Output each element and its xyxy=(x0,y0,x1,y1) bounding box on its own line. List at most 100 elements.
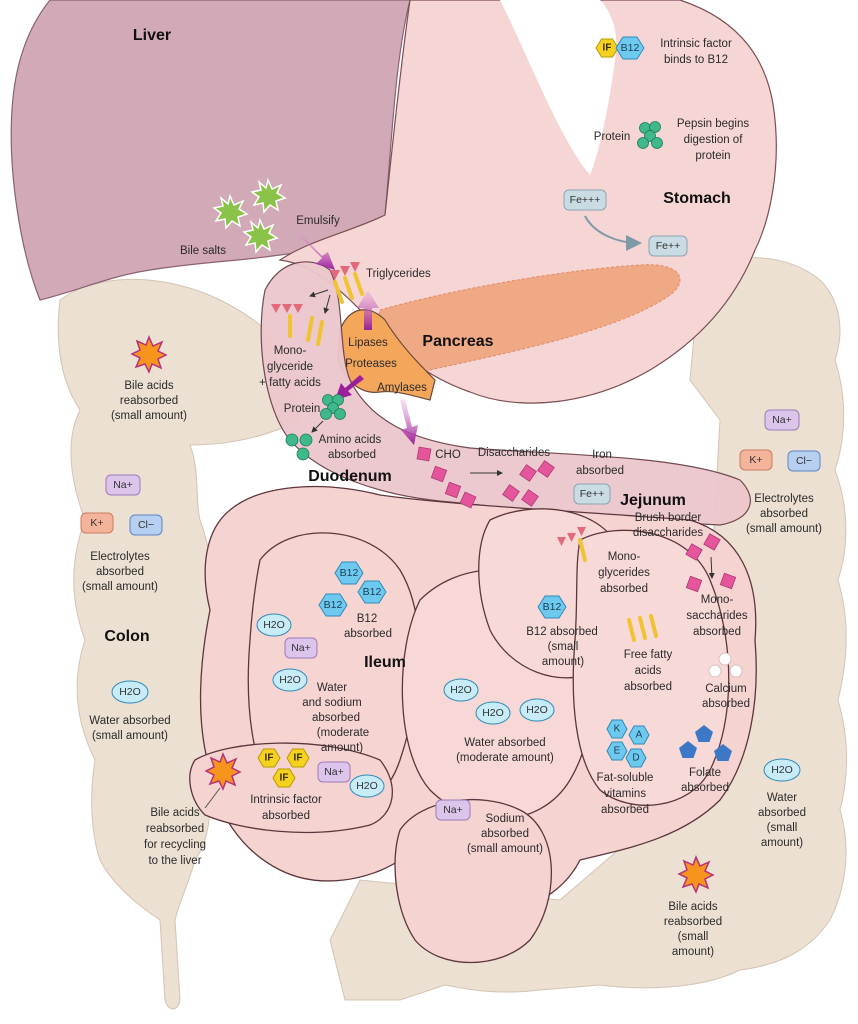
liver-shape xyxy=(10,0,411,301)
bile-recycle-line3: for recycling xyxy=(144,839,206,851)
brush-border-line2: disaccharides xyxy=(633,527,704,539)
svg-text:K+: K+ xyxy=(90,517,103,529)
bile-recycle-leader xyxy=(204,787,221,809)
fat-soluble-line2: vitamins xyxy=(604,788,646,800)
proteases-arrow xyxy=(335,375,364,400)
free-fatty-line1: Free fatty xyxy=(624,649,673,661)
lipases-label: Lipases xyxy=(348,337,388,349)
amylases-label: Amylases xyxy=(377,382,427,394)
svg-text:K: K xyxy=(614,724,621,735)
ileum-if-line2: absorbed xyxy=(262,810,310,822)
water-right-line3: (small xyxy=(767,822,798,834)
colon-shape xyxy=(57,257,847,1010)
disaccharides-label: Disaccharides xyxy=(478,447,550,459)
svg-text:IF: IF xyxy=(265,753,274,764)
svg-text:Na+: Na+ xyxy=(113,479,133,491)
ileum-h2o-2: H2O xyxy=(272,668,308,692)
sodium-small-line1: Sodium xyxy=(486,813,525,825)
svg-text:H2O: H2O xyxy=(771,764,793,776)
b12-small-hex: B12 xyxy=(537,595,567,619)
triglycerides-label: Triglycerides xyxy=(366,268,431,280)
fat-soluble-line1: Fat-soluble xyxy=(597,772,654,784)
iron-conversion-arrow xyxy=(584,215,642,251)
water-sodium-line4: (moderate xyxy=(317,727,369,739)
water-right-line1: Water xyxy=(767,792,797,804)
electrolytes-left-line2: absorbed xyxy=(96,566,144,578)
ileum-if-line1: Intrinsic factor xyxy=(250,794,322,806)
free-fatty-line2: acids xyxy=(635,665,662,677)
b12-small-line2: (small xyxy=(548,641,579,653)
ileum-water-group: H2O H2O H2O xyxy=(443,678,555,725)
monoglyceride-line3: + fatty acids xyxy=(259,377,321,389)
svg-text:E: E xyxy=(614,746,621,757)
svg-text:H2O: H2O xyxy=(526,704,548,716)
disaccharides-icon xyxy=(502,460,555,507)
monosaccharides-line2: saccharides xyxy=(686,610,748,622)
emulsify-arrow xyxy=(298,233,335,270)
svg-text:H2O: H2O xyxy=(482,707,504,719)
colon-right-na-chip: Na+ xyxy=(764,409,800,431)
bile-recycle-line1: Bile acids xyxy=(150,807,199,819)
water-right-line2: absorbed xyxy=(758,807,806,819)
sodium-small-chip: Na+ xyxy=(435,799,471,821)
protein-to-amino-arrow xyxy=(311,420,324,433)
amino-acids-icon xyxy=(285,433,313,461)
svg-text:H2O: H2O xyxy=(356,780,378,792)
electrolytes-right-line3: (small amount) xyxy=(746,523,822,535)
monoglyceride-line1: Mono- xyxy=(274,345,307,357)
pancreas-label: Pancreas xyxy=(422,333,493,350)
bile-acids-lower-line4: amount) xyxy=(672,946,714,958)
svg-text:A: A xyxy=(636,730,643,741)
water-moderate-line2: (moderate amount) xyxy=(456,752,554,764)
monosaccharides-line3: absorbed xyxy=(693,626,741,638)
free-fatty-line3: absorbed xyxy=(624,681,672,693)
fe2-chip-stomach: Fe++ xyxy=(648,235,688,257)
bile-acids-upper-line1: Bile acids xyxy=(124,380,173,392)
ileum-b12-line1: B12 xyxy=(357,613,377,625)
ileum-b12-icons: B12 B12 B12 xyxy=(318,561,387,617)
svg-text:Na+: Na+ xyxy=(772,414,792,426)
bile-acids-upper-line2: reabsorbed xyxy=(120,395,178,407)
svg-text:D: D xyxy=(632,753,639,764)
intrinsic-factor-binds-line1: Intrinsic factor xyxy=(660,38,732,50)
sodium-small-line3: (small amount) xyxy=(467,843,543,855)
disaccharide-to-mono-arrow xyxy=(708,556,715,579)
bile-acid-recycle-icon xyxy=(205,753,241,790)
bile-acids-lower-line1: Bile acids xyxy=(668,901,717,913)
ileum-h2o-1: H2O xyxy=(256,613,292,637)
brush-border-line1: Brush border xyxy=(635,512,702,524)
ileum-if-icons: IF IF IF xyxy=(257,748,310,788)
svg-text:Fe++: Fe++ xyxy=(580,488,605,500)
b12-symbol: B12 xyxy=(621,42,640,54)
calcium-line1: Calcium xyxy=(705,683,747,695)
ileum-na-chip: Na+ xyxy=(284,637,318,659)
ileum-h2o-3: H2O xyxy=(349,774,385,798)
colon-left-h2o: H2O xyxy=(111,680,149,704)
bile-acids-lower-line3: (small xyxy=(678,931,709,943)
bile-acids-upper-line3: (small amount) xyxy=(111,410,187,422)
colon-left-cl-chip: Cl− xyxy=(129,514,163,536)
pepsin-line2: digestion of xyxy=(684,134,744,146)
water-right-line4: amount) xyxy=(761,837,803,849)
liver-label: Liver xyxy=(133,27,171,44)
colon-left-k-chip: K+ xyxy=(80,512,114,534)
amylases-arrow xyxy=(400,399,418,445)
duodenum-label: Duodenum xyxy=(308,468,392,485)
svg-text:B12: B12 xyxy=(363,586,382,598)
b12-small-line3: amount) xyxy=(542,656,584,668)
svg-text:Fe+++: Fe+++ xyxy=(570,194,601,206)
svg-text:B12: B12 xyxy=(543,601,562,613)
fat-soluble-vitamins-icon: K A E D xyxy=(606,719,650,768)
svg-text:H2O: H2O xyxy=(119,686,141,698)
bile-salts-label: Bile salts xyxy=(180,245,226,257)
folate-line2: absorbed xyxy=(681,782,729,794)
svg-text:K+: K+ xyxy=(749,454,762,466)
water-moderate-line1: Water absorbed xyxy=(464,737,545,749)
pepsin-line1: Pepsin begins xyxy=(677,118,749,130)
svg-text:H2O: H2O xyxy=(450,684,472,696)
intrinsic-factor-binds-line2: binds to B12 xyxy=(664,54,728,66)
lipases-arrow xyxy=(357,290,379,330)
monoglycerides-line2: glycerides xyxy=(598,567,650,579)
protein-cluster-icon xyxy=(637,121,663,149)
